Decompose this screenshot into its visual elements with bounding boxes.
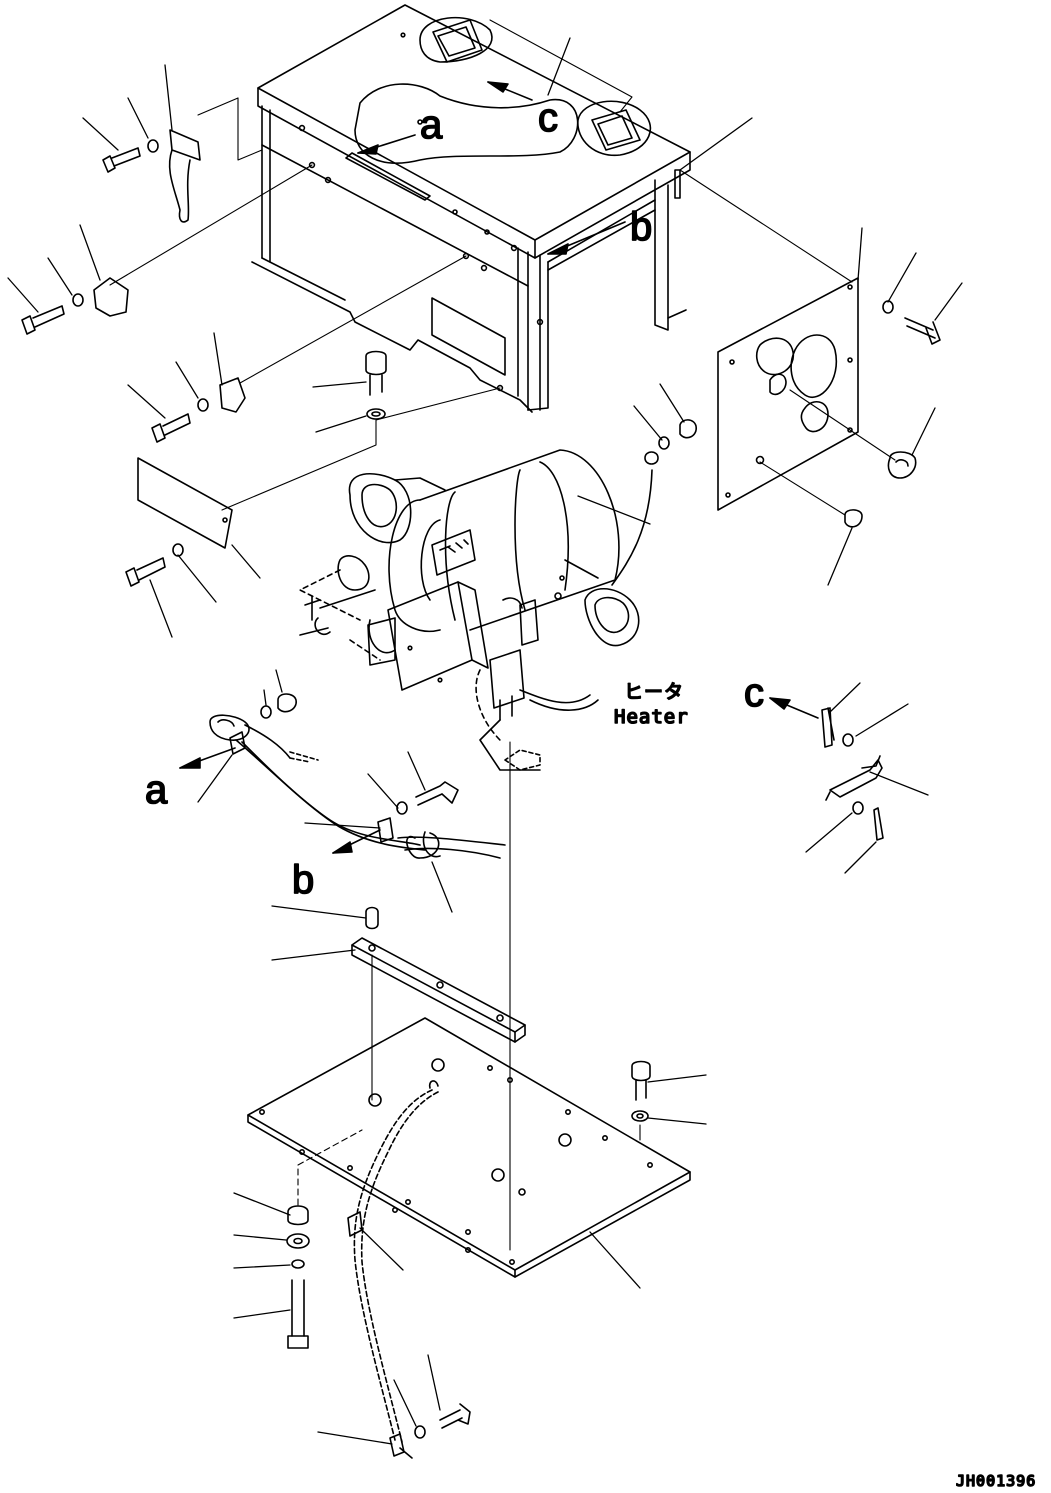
side-plate [717,277,859,511]
callout-c-right: c [744,671,764,715]
callout-b-right: b [630,205,652,249]
heater-label-en: Heater [614,706,689,728]
arrow-head-c-top [487,81,509,93]
callout-a-left: a [145,768,168,812]
arrow-head-b-lower [332,841,353,854]
arrow-head-a-top [357,144,379,155]
base-plate [247,1017,691,1278]
heater-unit [299,449,659,771]
callout-b-lower: b [292,858,314,902]
callout-a-top: a [420,103,443,147]
drawing-code: JH001396 [956,1472,1036,1490]
heater-cover-box [251,4,691,413]
leader-lines [7,19,963,1445]
arrow-head-c-right [769,697,791,710]
heater-label-jp: ヒータ [624,681,684,703]
arrow-head-a-left [179,757,201,769]
fasteners [21,129,941,1439]
callout-c-top: c [538,96,558,140]
harness-and-clamps [209,714,506,1459]
arrow-head-b-right [547,243,569,255]
direction-arrows [179,81,819,854]
